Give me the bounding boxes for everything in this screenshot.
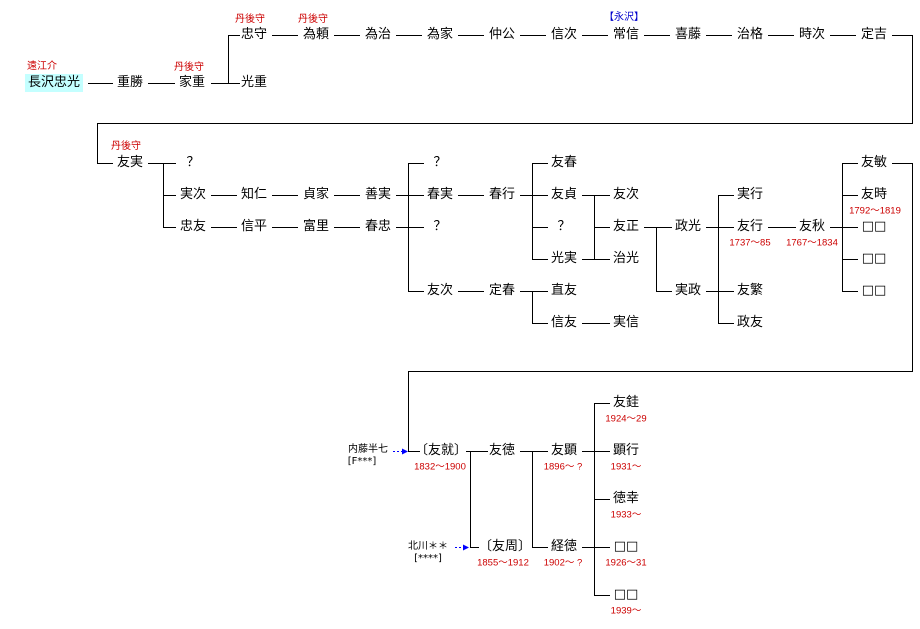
person-name: 為頼 (302, 27, 330, 42)
lifespan-note: 1767〜1834 (786, 237, 838, 249)
unrecorded-name-placeholder: □□ (861, 219, 887, 234)
person-name: 信平 (240, 219, 268, 234)
unknown-person-mark: ？ (186, 155, 200, 170)
person-name: 忠友 (179, 219, 207, 234)
lifespan-note: 1933〜 (610, 509, 642, 521)
person-name: 善実 (364, 187, 392, 202)
clan-label: 【永沢】 (604, 12, 644, 23)
person-name: 経徳 (550, 539, 578, 554)
lifespan-note: 1926〜31 (605, 557, 647, 569)
person-name: 信次 (550, 27, 578, 42)
person-name: 喜藤 (674, 27, 702, 42)
lifespan-note: 1902〜 ? (543, 557, 583, 569)
person-name: 春実 (426, 187, 454, 202)
person-name: 光実 (550, 251, 578, 266)
person-name: 実信 (612, 315, 640, 330)
person-name: 友春 (550, 155, 578, 170)
person-name: 友次 (426, 283, 454, 298)
lifespan-note: 1939〜 (610, 605, 642, 617)
lifespan-note: 1792〜1819 (849, 205, 901, 217)
person-name: 春忠 (364, 219, 392, 234)
adoption-arrow (455, 544, 469, 551)
person-name: 友時 (860, 187, 888, 202)
adoptive-origin-code: [****] (414, 553, 442, 564)
title-note: 遠江介 (27, 61, 57, 72)
person-name: 直友 (550, 283, 578, 298)
title-note: 丹後守 (235, 14, 265, 25)
person-name: 友次 (612, 187, 640, 202)
lifespan-note: 1737〜85 (729, 237, 771, 249)
person-name: 友実 (116, 155, 144, 170)
unrecorded-name-placeholder: □□ (613, 539, 639, 554)
person-name: 定吉 (860, 27, 888, 42)
person-name: 実政 (674, 283, 702, 298)
person-name: 実行 (736, 187, 764, 202)
person-name: 貞家 (302, 187, 330, 202)
lifespan-note: 1924〜29 (605, 413, 647, 425)
unrecorded-name-placeholder: □□ (613, 587, 639, 602)
person-name: 為家 (426, 27, 454, 42)
person-name: 富里 (302, 219, 330, 234)
unknown-person-mark: ？ (433, 155, 447, 170)
person-name: 忠守 (240, 27, 268, 42)
person-name: 春行 (488, 187, 516, 202)
person-name: 〔友就〕 (414, 443, 468, 458)
lifespan-note: 1896〜 ? (543, 461, 583, 473)
person-name: 友敏 (860, 155, 888, 170)
person-name: 為治 (364, 27, 392, 42)
person-name: 友顕 (550, 443, 578, 458)
person-name: 定春 (488, 283, 516, 298)
person-name: 仲公 (488, 27, 516, 42)
person-name: 時次 (798, 27, 826, 42)
title-note: 丹後守 (298, 14, 328, 25)
unknown-person-mark: ？ (557, 219, 571, 234)
person-name: 友秋 (798, 219, 826, 234)
person-name: 家重 (178, 75, 206, 90)
person-name: 友銈 (612, 395, 640, 410)
adoptive-origin-name: 北川＊＊ (408, 541, 448, 552)
person-name: 友行 (736, 219, 764, 234)
person-name: 友正 (612, 219, 640, 234)
person-name: 友徳 (488, 443, 516, 458)
person-name: 信友 (550, 315, 578, 330)
person-name: 実次 (179, 187, 207, 202)
person-name: 治光 (612, 251, 640, 266)
person-name: 治格 (736, 27, 764, 42)
unknown-person-mark: ？ (433, 219, 447, 234)
person-name: 政光 (674, 219, 702, 234)
lifespan-note: 1931〜 (610, 461, 642, 473)
unrecorded-name-placeholder: □□ (861, 251, 887, 266)
title-note: 丹後守 (111, 141, 141, 152)
person-name: 知仁 (240, 187, 268, 202)
person-name: 重勝 (116, 75, 144, 90)
adoptive-origin-code: [F***] (347, 456, 377, 467)
person-name: 友貞 (550, 187, 578, 202)
person-name: 常信 (612, 27, 640, 42)
tomozane-branch-connectors (148, 163, 913, 452)
person-name: 徳幸 (612, 491, 640, 506)
person-name: 友繁 (736, 283, 764, 298)
title-note: 丹後守 (174, 62, 204, 73)
adoptive-origin-name: 内藤半七 (348, 444, 388, 455)
person-name: 〔友周〕 (478, 539, 532, 554)
person-name: 光重 (240, 75, 268, 90)
lifespan-note: 1855〜1912 (477, 557, 529, 569)
tomonari-branch-connectors (466, 403, 610, 596)
person-name: 政友 (736, 315, 764, 330)
family-head-name: 長沢忠光 (24, 74, 84, 92)
lifespan-note: 1832〜1900 (414, 461, 466, 473)
adoption-arrow (393, 448, 408, 455)
main-line-connectors (88, 35, 913, 164)
person-name: 顕行 (612, 443, 640, 458)
unrecorded-name-placeholder: □□ (861, 283, 887, 298)
